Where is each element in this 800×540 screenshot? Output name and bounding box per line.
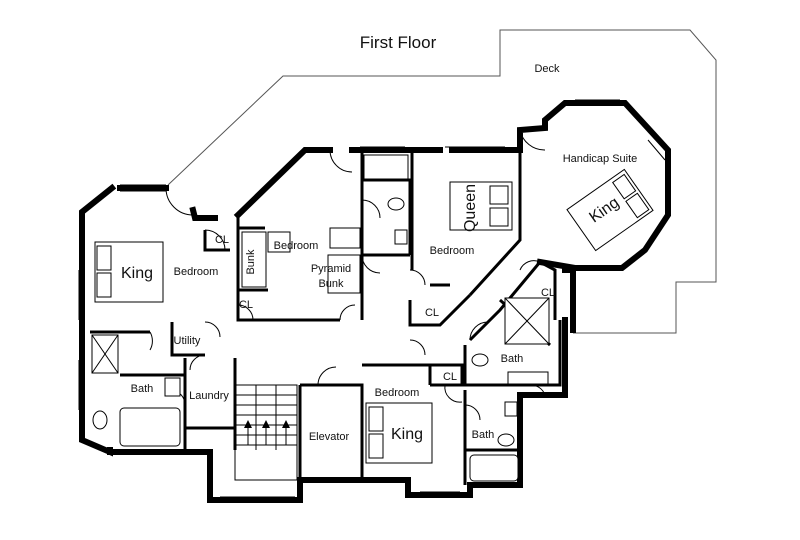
label-queen: Queen xyxy=(462,184,479,232)
label-utility: Utility xyxy=(174,335,201,347)
label-elevator: Elevator xyxy=(309,431,350,443)
label-pyramid-bunk: Bunk xyxy=(318,278,344,290)
tub-left xyxy=(119,407,181,447)
label-bedroom-bunk: Bedroom xyxy=(274,240,319,252)
door-swings xyxy=(149,129,546,421)
label-cl-bunk-bottom: CL xyxy=(239,299,253,311)
plan-title: First Floor xyxy=(360,33,437,52)
bunk-bed xyxy=(241,231,267,288)
label-bath-suite: Bath xyxy=(501,353,524,365)
label-bedroom-queen: Bedroom xyxy=(430,245,475,257)
label-cl-bunk-top: CL xyxy=(215,234,229,246)
windows xyxy=(78,99,671,498)
stairs xyxy=(234,384,298,481)
label-handicap-suite: Handicap Suite xyxy=(563,153,638,165)
pyramid-bunk-bed xyxy=(327,254,361,294)
label-bedroom-left: Bedroom xyxy=(174,266,219,278)
exterior-walls xyxy=(79,100,671,503)
label-king-lower: King xyxy=(391,426,423,443)
label-cl-suite: CL xyxy=(541,287,555,299)
label-deck: Deck xyxy=(534,63,560,75)
tub-lower xyxy=(469,454,519,482)
fixtures xyxy=(91,154,654,482)
label-bath-lower: Bath xyxy=(472,429,495,441)
deck-outline xyxy=(167,29,717,334)
label-pyramid: Pyramid xyxy=(311,263,351,275)
label-laundry: Laundry xyxy=(189,390,229,402)
label-cl-queen: CL xyxy=(425,307,439,319)
label-bath-left: Bath xyxy=(131,383,154,395)
label-bunk: Bunk xyxy=(245,249,257,275)
tub-top xyxy=(363,154,409,180)
label-bedroom-lower: Bedroom xyxy=(375,387,420,399)
label-king-left: King xyxy=(121,265,153,282)
king-bed-suite xyxy=(566,168,654,252)
label-cl-lower: CL xyxy=(443,371,457,383)
